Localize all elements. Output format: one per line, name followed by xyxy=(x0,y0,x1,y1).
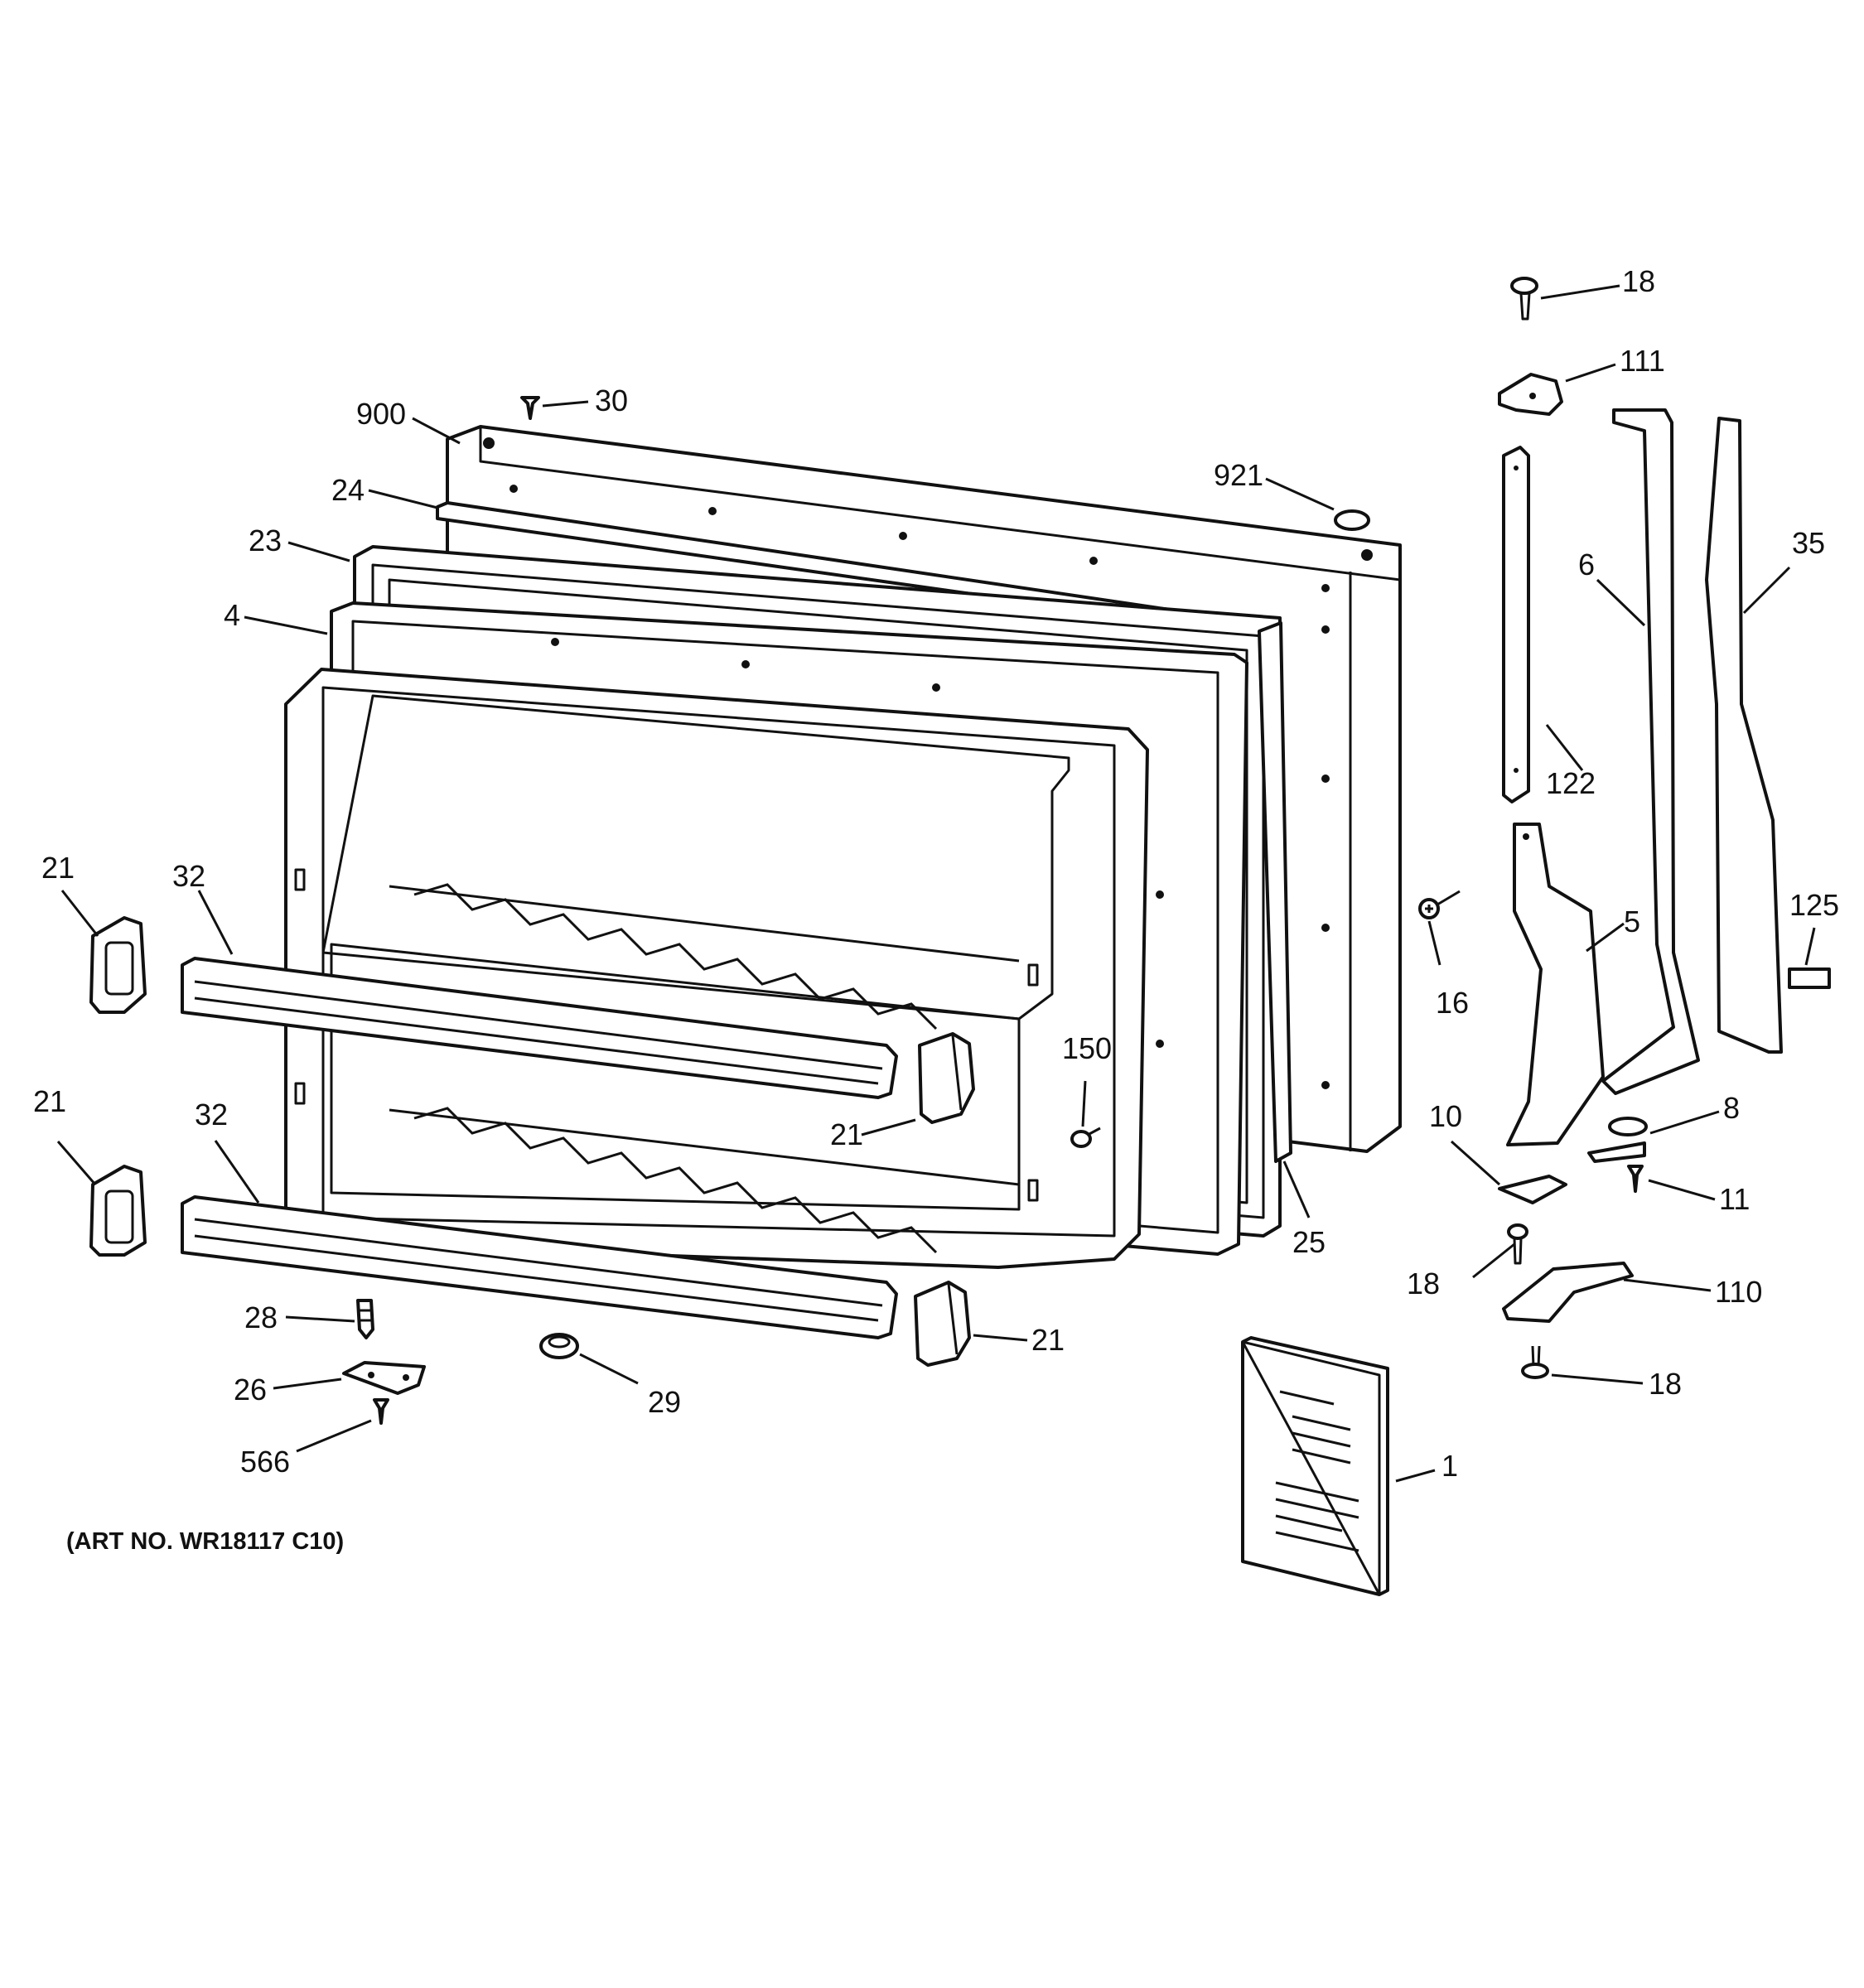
art-number: (ART NO. WR18117 C10) xyxy=(66,1528,344,1555)
callout-18-top: 18 xyxy=(1622,264,1655,298)
hinge-pin-plate-10 xyxy=(1498,1175,1567,1204)
hinge-pin-18-mid xyxy=(1507,1223,1528,1265)
callout-900: 900 xyxy=(356,397,406,431)
door-liner-shelves xyxy=(284,668,1149,1269)
hinge-pin-18-top xyxy=(1510,277,1538,321)
door-gasket-seal-25 xyxy=(1258,621,1292,1163)
callout-21-b: 21 xyxy=(830,1117,863,1151)
callout-6: 6 xyxy=(1578,548,1595,581)
callout-18-bot: 18 xyxy=(1649,1367,1682,1401)
handle-bracket-5 xyxy=(1506,823,1605,1146)
hinge-pin-18-bottom xyxy=(1521,1345,1549,1379)
callout-11: 11 xyxy=(1719,1182,1750,1216)
callout-1: 1 xyxy=(1441,1449,1458,1483)
callout-122: 122 xyxy=(1546,766,1596,800)
owners-manual-1 xyxy=(1241,1336,1389,1596)
shelf-bar-32-upper xyxy=(181,957,898,1099)
callout-24: 24 xyxy=(331,473,365,507)
callout-32-b: 32 xyxy=(195,1098,228,1132)
callout-21-d: 21 xyxy=(1031,1323,1065,1357)
callout-21-c: 21 xyxy=(33,1084,66,1118)
shelf-end-cap-21-right-upper xyxy=(918,1032,975,1124)
callout-32-a: 32 xyxy=(172,859,205,893)
hinge-plate-26 xyxy=(342,1361,426,1395)
callout-29: 29 xyxy=(648,1385,681,1419)
callout-25: 25 xyxy=(1292,1225,1326,1259)
callout-150: 150 xyxy=(1062,1031,1112,1065)
callout-566: 566 xyxy=(240,1445,290,1479)
callout-labels: 18 111 30 900 921 24 23 4 6 35 122 21 32… xyxy=(33,264,1839,1483)
callout-35: 35 xyxy=(1792,526,1825,560)
bottom-hinge-110 xyxy=(1502,1262,1634,1323)
callout-4: 4 xyxy=(224,598,240,632)
callout-125: 125 xyxy=(1789,888,1839,922)
stud-28 xyxy=(356,1299,374,1339)
door-plug-921 xyxy=(1334,509,1370,531)
callout-18-mid: 18 xyxy=(1407,1267,1440,1300)
screw-150 xyxy=(1070,1127,1101,1148)
leader-lines xyxy=(56,284,1816,1483)
door-handle-trim-6 xyxy=(1601,408,1700,1095)
screw-11 xyxy=(1627,1165,1644,1193)
screw-566 xyxy=(373,1398,389,1425)
callout-8: 8 xyxy=(1723,1091,1740,1125)
callout-111: 111 xyxy=(1620,344,1665,378)
callout-28: 28 xyxy=(244,1300,278,1334)
callout-21-a: 21 xyxy=(41,851,75,885)
handle-cover-35 xyxy=(1705,417,1783,1054)
screw-16 xyxy=(1418,890,1461,919)
top-hinge-111 xyxy=(1498,373,1563,416)
callout-26: 26 xyxy=(234,1373,267,1407)
callout-10: 10 xyxy=(1429,1099,1462,1133)
stop-8 xyxy=(1587,1117,1648,1163)
shelf-end-cap-21-right-lower xyxy=(914,1281,971,1367)
plug-125 xyxy=(1788,967,1831,989)
callout-30: 30 xyxy=(595,384,628,417)
shelf-end-cap-21-left-lower xyxy=(89,1165,147,1257)
plug-29 xyxy=(539,1333,579,1359)
callout-16: 16 xyxy=(1436,986,1469,1020)
shelf-bar-32-lower xyxy=(181,1195,898,1339)
callout-110: 110 xyxy=(1715,1275,1762,1309)
shelf-end-cap-21-left-upper xyxy=(89,916,147,1014)
callout-921: 921 xyxy=(1214,458,1263,492)
callout-5: 5 xyxy=(1624,905,1640,939)
screw-30 xyxy=(520,396,540,420)
hinge-bracket-122 xyxy=(1502,446,1530,803)
callout-23: 23 xyxy=(249,524,282,557)
